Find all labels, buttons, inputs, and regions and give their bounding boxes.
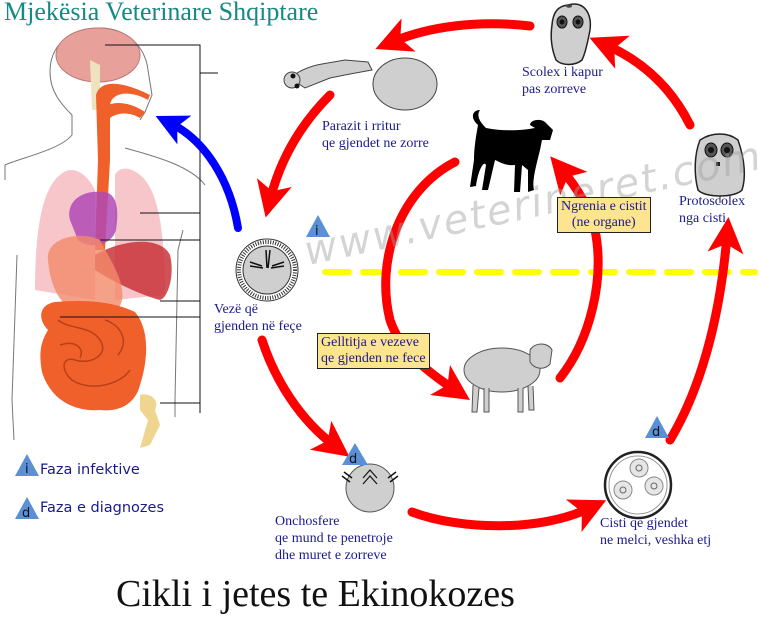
esophagus (95, 83, 150, 250)
svg-text:d: d (22, 506, 30, 521)
arrow-cyst-to-protoscolex (665, 217, 744, 445)
note-line: Gelltitja e vezeve (321, 335, 419, 350)
femur (140, 394, 160, 448)
heart (69, 191, 118, 246)
egg-label: Vezë që gjenden në feçe (214, 301, 302, 335)
legend-infective-badge: i (15, 454, 39, 477)
label-line: dhe muret e zorreve (275, 548, 387, 563)
label-line: qe mund te penetroje (275, 531, 393, 546)
cyst-ingestion-note: Ngrenia e cistit (ne organe) (557, 197, 651, 233)
arrow-sheep-to-dog-via-cyst (550, 156, 603, 383)
oncosphere-label: Onchosfere qe mund te penetroje dhe mure… (275, 513, 393, 564)
label-line: Onchosfere (275, 514, 340, 529)
adult-parasite-illustration (283, 57, 438, 111)
sheep-host-illustration (463, 343, 553, 413)
label-line: Protoscolex (679, 194, 746, 209)
arrow-egg-to-oncosphere (257, 335, 350, 457)
protoscolex-label: Protoscolex nga cisti (679, 193, 745, 227)
egg-illustration (235, 238, 299, 302)
label-line: gjenden në feçe (214, 319, 302, 334)
label-line: pas zorreve (522, 82, 587, 97)
site-title: Mjekësia Veterinare Shqiptare (4, 0, 319, 26)
legend-diagnostic-label: Faza e diagnozes (40, 500, 165, 516)
label-line: Parazit i rritur (322, 119, 401, 134)
dog-host-illustration (470, 110, 553, 192)
arrow-oncosphere-to-cyst (407, 499, 607, 533)
arrow-adult-to-egg (256, 90, 335, 218)
label-line: Cisti qe gjendet (600, 516, 688, 531)
human-body-illustration (4, 27, 218, 448)
note-line: (ne organe) (571, 215, 636, 230)
label-line: nga cisti (679, 211, 727, 226)
label-line: ne melci, veshka etj (600, 533, 712, 548)
note-line: Ngrenia e cistit (561, 199, 647, 214)
arrow-scolex-to-adult (375, 18, 535, 52)
infective-stage-badge: i (306, 215, 330, 239)
arrow-protoscolex-to-scolex (589, 35, 695, 130)
diagnostic-stage-badge-oncosphere: d (342, 443, 368, 467)
cyst-label: Cisti qe gjendet ne melci, veshka etj (600, 515, 711, 549)
scolex-illustration (550, 3, 592, 66)
hydatid-cyst-illustration (603, 450, 673, 520)
svg-text:i: i (25, 462, 29, 477)
label-line: Scolex i kapur (522, 65, 603, 80)
liver (95, 241, 172, 300)
scolex-label: Scolex i kapur pas zorreve (522, 64, 603, 98)
adult-parasite-label: Parazit i rritur qe gjendet ne zorre (322, 118, 429, 152)
diagnostic-stage-badge-cyst: d (645, 416, 669, 440)
label-line: qe gjendet ne zorre (322, 136, 429, 151)
intestines (40, 301, 147, 411)
legend-infective-label: Faza infektive (40, 462, 140, 478)
stomach (47, 235, 123, 317)
svg-text:d: d (652, 425, 660, 440)
note-line: qe gjenden ne fece (321, 351, 426, 366)
label-line: Vezë që (214, 302, 258, 317)
protoscolex-illustration (694, 133, 746, 203)
svg-text:d: d (349, 452, 357, 467)
legend-diagnostic-badge: d (15, 497, 39, 521)
human-infection-arrow (155, 115, 242, 232)
egg-ingestion-note: Gelltitja e vezeve qe gjenden ne fece (317, 333, 430, 369)
diagram-title: Cikli i jetes te Ekinokozes (116, 573, 515, 615)
svg-text:i: i (315, 224, 319, 239)
oncosphere-illustration (341, 463, 399, 513)
